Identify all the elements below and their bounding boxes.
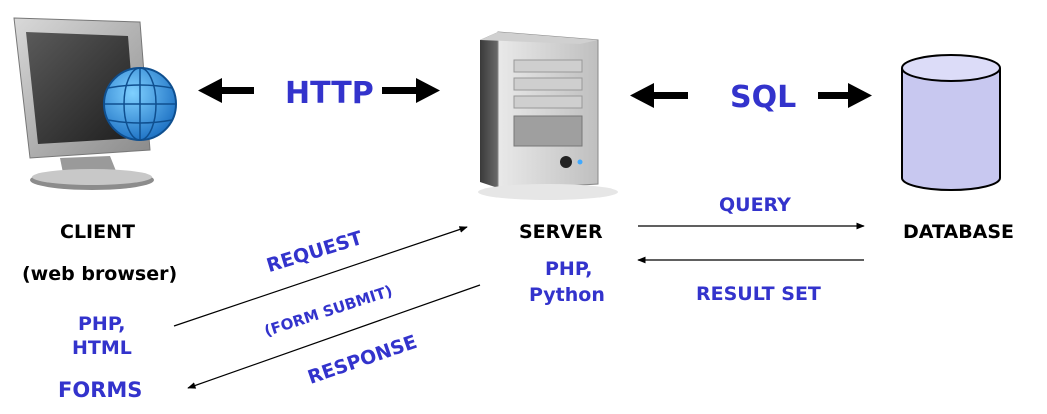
response-arrow bbox=[187, 284, 481, 389]
server-tech-2: Python bbox=[529, 284, 605, 306]
database-title: DATABASE bbox=[903, 221, 1015, 243]
forms-label: FORMS bbox=[58, 378, 143, 402]
client-subtitle: (web browser) bbox=[22, 263, 178, 285]
query-label: QUERY bbox=[719, 194, 791, 216]
result-set-label: RESULT SET bbox=[696, 283, 821, 305]
database-cylinder-icon bbox=[901, 54, 1001, 191]
sql-left-arrow bbox=[630, 83, 688, 108]
server-tower-icon bbox=[478, 31, 618, 200]
http-label: HTTP bbox=[285, 76, 374, 111]
server-title: SERVER bbox=[519, 221, 603, 243]
http-left-arrow bbox=[198, 78, 254, 103]
client-tech-1: PHP, bbox=[78, 313, 126, 335]
http-right-arrow bbox=[382, 78, 440, 103]
client-tech-2: HTML bbox=[72, 337, 132, 359]
computer-monitor-globe-icon bbox=[13, 17, 177, 190]
server-tech-1: PHP, bbox=[545, 258, 593, 280]
sql-label: SQL bbox=[730, 80, 797, 115]
sql-right-arrow bbox=[818, 83, 872, 108]
client-title: CLIENT bbox=[60, 221, 135, 243]
request-arrow bbox=[173, 226, 468, 327]
